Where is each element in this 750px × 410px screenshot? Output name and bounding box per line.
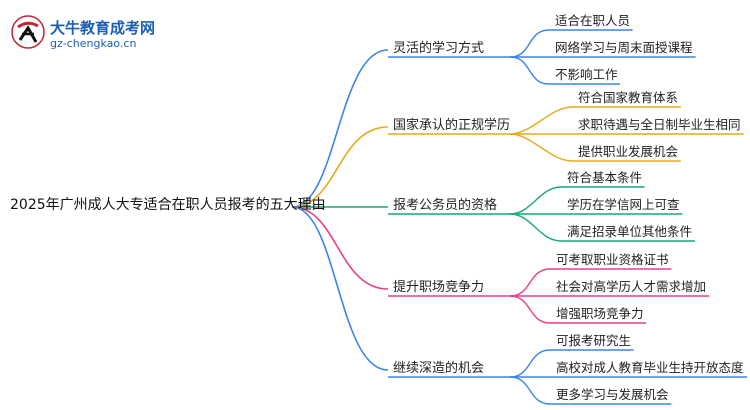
leaf-topic: 学历在学信网上可查 <box>567 197 680 212</box>
leaf-topic: 符合国家教育体系 <box>578 90 679 105</box>
leaf-connector <box>509 295 551 324</box>
root-connector <box>291 49 389 208</box>
leaf-topic: 社会对高学历人才需求增加 <box>556 279 707 294</box>
leaf-connector <box>509 213 562 242</box>
logo-mark-icon <box>11 15 45 49</box>
leaf-connector <box>509 106 573 135</box>
leaf-connector <box>509 268 551 297</box>
leaf-topic: 可报考研究生 <box>556 333 632 348</box>
logo-title: 大牛教育成考网 <box>50 19 156 37</box>
leaf-connector <box>509 133 573 162</box>
branch-topic: 提升职场竞争力 <box>393 280 485 295</box>
leaf-topic: 适合在职人员 <box>555 13 631 28</box>
leaf-topic: 求职待遇与全日制毕业生相同 <box>578 117 741 132</box>
branch-topic: 灵活的学习方式 <box>393 41 485 56</box>
leaf-topic: 高校对成人教育毕业生持开放态度 <box>556 360 744 375</box>
logo-url: gz-chengkao.cn <box>50 37 137 50</box>
leaf-connector <box>509 29 550 58</box>
leaf-connector <box>509 376 551 405</box>
branch-topic: 报考公务员的资格 <box>393 198 498 213</box>
leaf-topic: 提供职业发展机会 <box>578 144 679 159</box>
branch-topic: 国家承认的正规学历 <box>393 118 511 133</box>
branch-topic: 继续深造的机会 <box>393 361 485 376</box>
leaf-connector <box>509 349 551 378</box>
root-topic: 2025年广州成人大专适合在职人员报考的五大理由 <box>10 197 326 213</box>
leaf-topic: 不影响工作 <box>555 67 618 82</box>
site-logo: 大牛教育成考网 gz-chengkao.cn <box>10 14 170 54</box>
root-connector <box>291 206 389 290</box>
leaf-topic: 满足招录单位其他条件 <box>567 224 693 239</box>
leaf-topic: 增强职场竞争力 <box>556 306 644 321</box>
leaf-connector <box>509 186 562 215</box>
leaf-topic: 网络学习与周末面授课程 <box>555 40 693 55</box>
root-connector <box>291 206 389 371</box>
leaf-topic: 符合基本条件 <box>567 170 643 185</box>
leaf-topic: 更多学习与发展机会 <box>556 387 669 402</box>
leaf-connector <box>509 56 550 85</box>
leaf-topic: 可考取职业资格证书 <box>556 252 669 267</box>
root-connector <box>291 126 389 208</box>
